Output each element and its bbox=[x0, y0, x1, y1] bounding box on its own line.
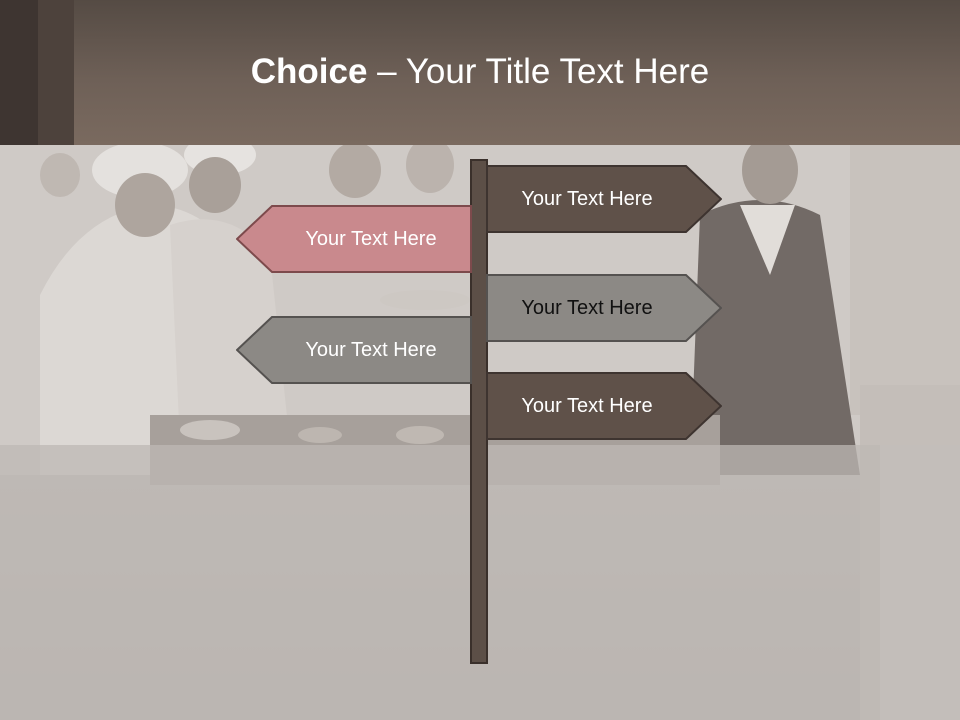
sign-label: Your Text Here bbox=[305, 227, 437, 250]
arrow-right-icon bbox=[486, 165, 722, 233]
sign-right-5[interactable]: Your Text Here bbox=[486, 372, 722, 440]
title-band-mid-strip bbox=[38, 0, 74, 145]
arrow-left-icon bbox=[236, 316, 472, 384]
sign-left-4[interactable]: Your Text Here bbox=[236, 316, 472, 384]
sign-left-2[interactable]: Your Text Here bbox=[236, 205, 472, 273]
sign-label: Your Text Here bbox=[521, 394, 653, 417]
sign-label: Your Text Here bbox=[521, 296, 653, 319]
sign-label: Your Text Here bbox=[305, 338, 437, 361]
slide-title-rest: – Your Title Text Here bbox=[367, 52, 710, 91]
sign-label: Your Text Here bbox=[521, 187, 653, 210]
slide-title-bold: Choice bbox=[250, 52, 368, 91]
arrow-left-icon bbox=[236, 205, 472, 273]
sign-right-3[interactable]: Your Text Here bbox=[486, 274, 722, 342]
sign-right-1[interactable]: Your Text Here bbox=[486, 165, 722, 233]
slide-title[interactable]: Choice – Your Title Text Here bbox=[0, 52, 960, 92]
title-band-dark-strip bbox=[0, 0, 38, 145]
arrow-right-icon bbox=[486, 372, 722, 440]
title-band: Choice – Your Title Text Here bbox=[0, 0, 960, 145]
arrow-right-icon bbox=[486, 274, 722, 342]
